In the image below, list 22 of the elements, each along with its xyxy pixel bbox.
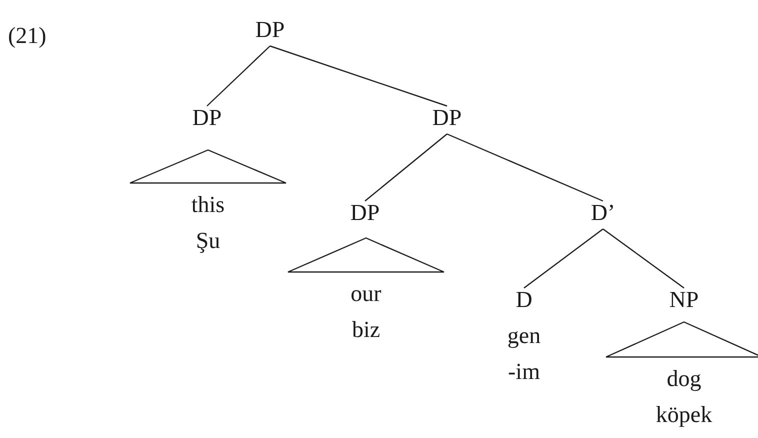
word: dog [666,365,702,393]
word: our [350,280,382,308]
category-label: D [516,286,532,314]
tree-branch [602,228,684,288]
tree-branch [270,45,448,107]
word: Şu [196,227,220,255]
word: biz [352,316,380,344]
category-label: D’ [590,199,616,227]
tree-branch [524,228,604,288]
category-label: DP [192,104,222,132]
category-label: NP [669,286,699,314]
category-label: DP [350,199,380,227]
example-number: (21) [8,22,46,50]
tree-branch [364,134,448,202]
word: this [191,191,225,219]
word: gen [507,322,541,350]
tree-branch [446,133,604,202]
category-label: DP [255,16,285,44]
category-label: DP [432,104,462,132]
word: -im [508,358,540,386]
tree-branch [206,46,270,106]
word: köpek [656,401,712,429]
